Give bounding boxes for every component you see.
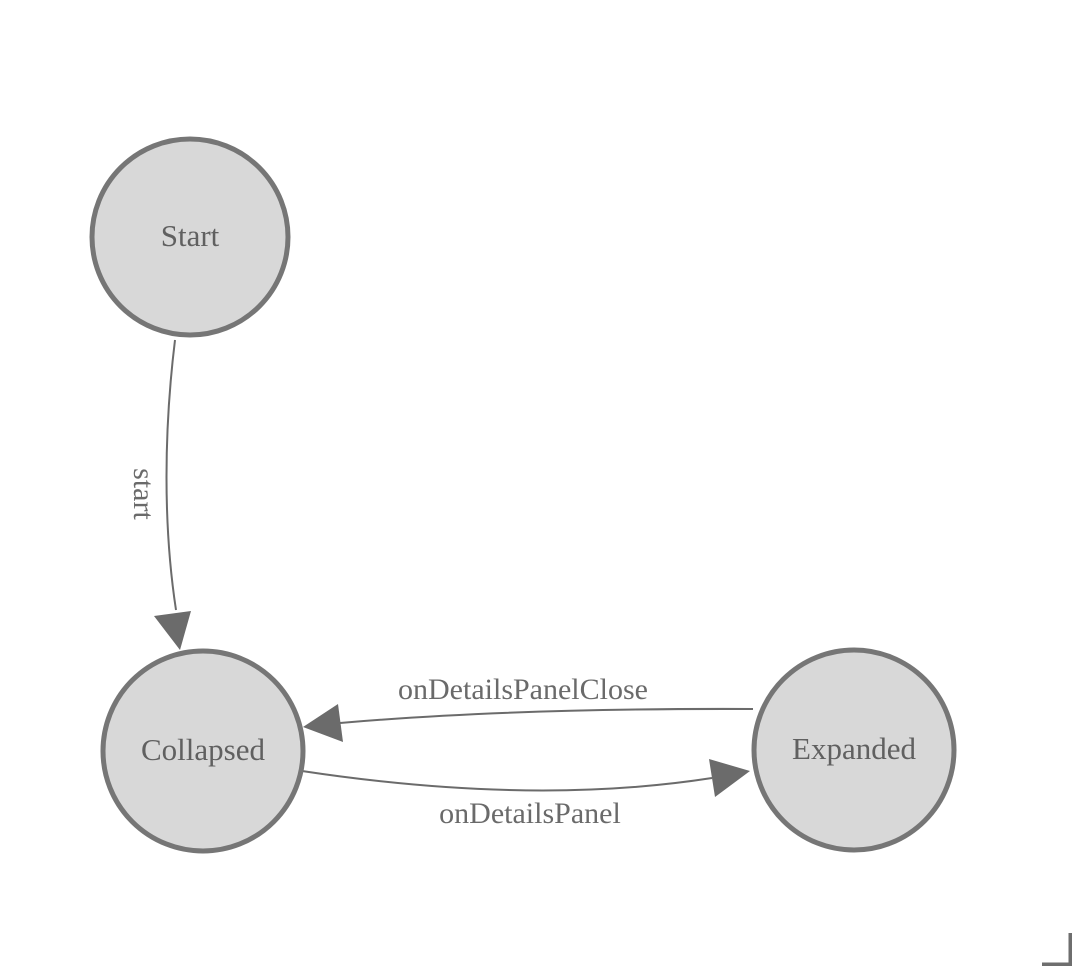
node-expanded-circle[interactable]	[751, 647, 957, 853]
node-expanded-label: Expanded	[792, 731, 916, 766]
edge-collapsed-to-expanded: onDetailsPanel	[301, 759, 750, 830]
arrowhead-down-icon	[154, 611, 191, 650]
resize-corner-handle[interactable]	[1042, 933, 1072, 966]
edge-label-start: start	[127, 468, 160, 520]
edge-start-to-collapsed: start	[127, 339, 191, 650]
edge-path-ondetailspanel	[301, 770, 713, 792]
edge-label-ondetailspanel: onDetailsPanel	[439, 797, 621, 830]
edge-path-ondetailspanelclose	[339, 707, 754, 724]
edge-label-ondetailspanelclose: onDetailsPanelClose	[398, 673, 648, 706]
node-collapsed-circle[interactable]	[100, 648, 306, 854]
node-expanded[interactable]: Expanded	[751, 647, 957, 853]
node-collapsed[interactable]: Collapsed	[100, 648, 306, 854]
arrowhead-right-icon	[709, 759, 750, 797]
edge-expanded-to-collapsed: onDetailsPanelClose	[303, 673, 754, 742]
edge-path-start	[165, 339, 177, 611]
node-collapsed-label: Collapsed	[141, 732, 265, 767]
arrowhead-left-icon	[303, 704, 343, 742]
node-start-label: Start	[161, 218, 220, 253]
node-start[interactable]: Start	[89, 136, 291, 338]
node-start-circle[interactable]	[89, 136, 291, 338]
